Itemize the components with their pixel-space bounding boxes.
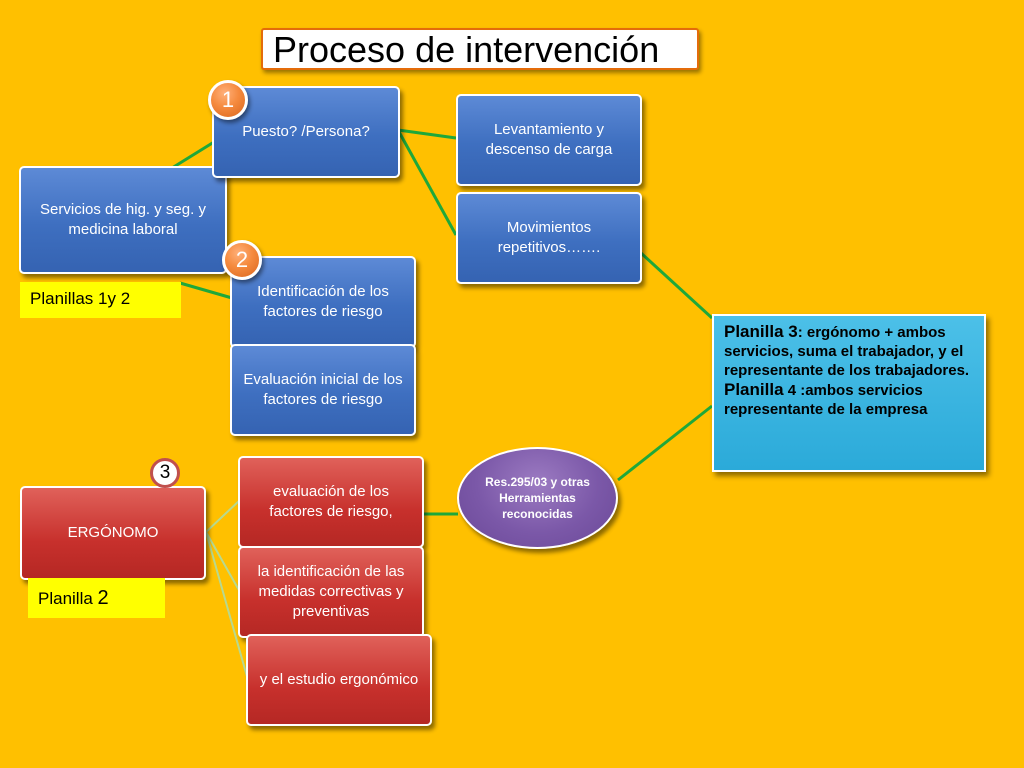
badge-3: 3 — [150, 458, 180, 488]
node-ergonomo: ERGÓNOMO — [20, 486, 206, 580]
node-movimientos-text: Movimientos repetitivos……. — [497, 219, 601, 256]
node-evaluacion-inicial: Evaluación inicial de los factores de ri… — [230, 344, 416, 436]
node-ergonomo-text: ERGÓNOMO — [67, 524, 159, 541]
note-planilla-4: Planilla 4 :ambos servicios representant… — [724, 380, 974, 419]
node-res-text: Res.295/03 y otras Herramientas reconoci… — [485, 475, 590, 521]
connector-planillas-identificacion — [179, 281, 233, 300]
connector-ergonomo-estudio — [205, 531, 249, 681]
note-planilla-3: Planilla 3: ergónomo + ambos servicios, … — [724, 322, 974, 380]
node-evaluacion-inicial-text: Evaluación inicial de los factores de ri… — [243, 371, 403, 408]
node-identificacion-medidas: la identificación de las medidas correct… — [238, 546, 424, 638]
connector-puesto-movimientos — [396, 129, 458, 236]
badge-2: 2 — [222, 240, 262, 280]
note-p3-title: Planilla 3 — [724, 322, 798, 341]
connector-ergonomo-evaluacion — [205, 499, 241, 533]
label-planilla-2-num: 2 — [97, 587, 109, 609]
connector-servicios-puesto — [171, 140, 215, 170]
connector-res-planilla3 — [617, 404, 713, 482]
label-planillas-1y2: Planillas 1y 2 — [20, 282, 181, 318]
badge-1: 1 — [208, 80, 248, 120]
node-movimientos: Movimientos repetitivos……. — [456, 192, 642, 284]
node-levantamiento-text: Levantamiento y descenso de carga — [485, 121, 613, 158]
node-estudio: y el estudio ergonómico — [246, 634, 432, 726]
connector-ergonomo-medidas — [205, 531, 241, 593]
node-servicios: Servicios de hig. y seg. y medicina labo… — [19, 166, 227, 274]
node-servicios-text: Servicios de hig. y seg. y medicina labo… — [40, 201, 206, 238]
node-evaluacion-factores-text: evaluación de los factores de riesgo, — [269, 483, 393, 520]
node-puesto-text: Puesto? /Persona? — [242, 123, 370, 140]
note-p4-title: Planilla — [724, 380, 784, 399]
note-planillas: Planilla 3: ergónomo + ambos servicios, … — [712, 314, 986, 472]
page-title: Proceso de intervención — [261, 28, 699, 70]
node-levantamiento: Levantamiento y descenso de carga — [456, 94, 642, 186]
node-identificacion-medidas-text: la identificación de las medidas correct… — [257, 563, 405, 620]
note-p3-text: : ergónomo + ambos servicios, suma el tr… — [724, 324, 970, 379]
node-identificacion: Identificación de los factores de riesgo — [230, 256, 416, 348]
node-identificacion-text: Identificación de los factores de riesgo — [257, 283, 389, 320]
note-p4-text: 4 :ambos servicios representante de la e… — [724, 382, 928, 418]
node-evaluacion-factores: evaluación de los factores de riesgo, — [238, 456, 424, 548]
node-estudio-text: y el estudio ergonómico — [259, 671, 419, 688]
connector-puesto-levantamiento — [397, 128, 457, 140]
node-res: Res.295/03 y otras Herramientas reconoci… — [457, 447, 618, 549]
label-planilla-2-prefix: Planilla — [38, 589, 98, 608]
label-planilla-2: Planilla 2 — [28, 578, 165, 618]
